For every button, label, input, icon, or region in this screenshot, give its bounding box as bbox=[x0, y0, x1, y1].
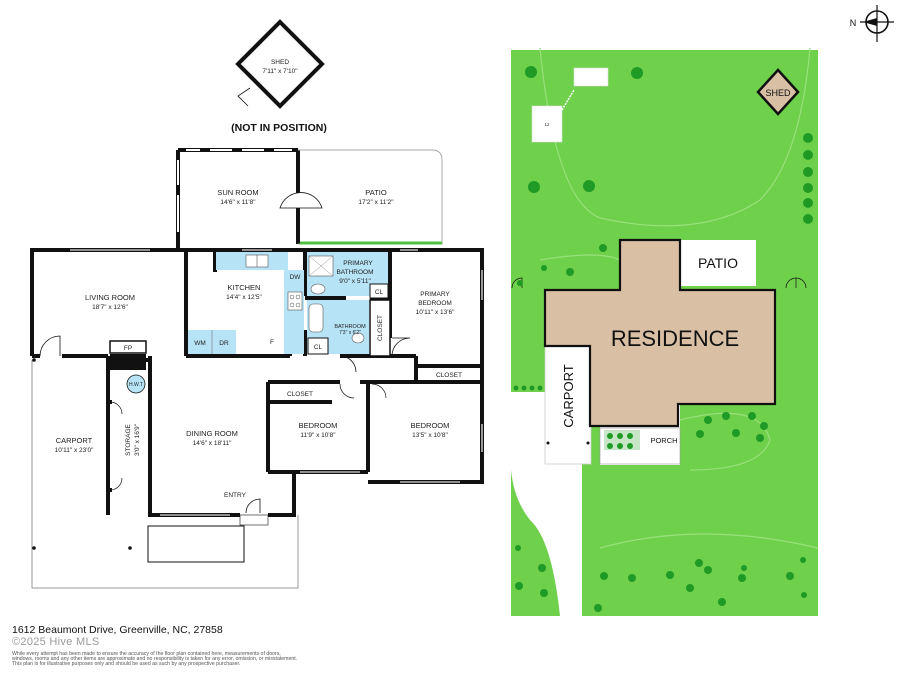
sun-room-name: SUN ROOM bbox=[217, 188, 258, 197]
disclaimer-line-2: windows, rooms and any other items are a… bbox=[12, 656, 298, 662]
driveway bbox=[511, 392, 582, 616]
carport-floor-dims: 10'11" x 23'0" bbox=[55, 447, 94, 454]
small-structure-label: 12 bbox=[544, 122, 550, 127]
kitchen: DW WM DR F KITCHEN 14'4" x 12'5" bbox=[188, 252, 304, 354]
primary-bathroom: CL PRIMARY BATHROOM 9'0" x 5'11" bbox=[307, 252, 389, 299]
kitchen-dims: 14'4" x 12'5" bbox=[226, 294, 262, 301]
fireplace-label: FP bbox=[124, 345, 132, 352]
patio-floor-dims: 17'2" x 11'2" bbox=[358, 199, 394, 206]
site-shed-label: SHED bbox=[765, 88, 791, 98]
dryer-label: DR bbox=[219, 340, 229, 347]
porch bbox=[599, 427, 681, 465]
residence bbox=[543, 238, 777, 428]
residence-label: RESIDENCE bbox=[611, 326, 739, 351]
windows bbox=[70, 249, 483, 516]
fridge-label: F bbox=[270, 339, 274, 346]
disclaimer-line-1: While every attempt has been made to ens… bbox=[12, 651, 281, 657]
closet-vertical-label: CLOSET bbox=[377, 315, 384, 341]
bedroom-right-closet: CLOSET bbox=[436, 372, 462, 379]
site-plan: PATIO RESIDENCE CARPORT PORCH SHED 12 bbox=[511, 47, 819, 616]
floor-plan: SHED 7'11" x 7'10" (NOT IN POSITION) SUN… bbox=[30, 19, 484, 589]
address: 1612 Beaumont Drive, Greenville, NC, 278… bbox=[12, 624, 223, 636]
primary-bedroom-dims: 10'11" x 13'6" bbox=[416, 309, 455, 316]
patio-floor: PATIO 17'2" x 11'2" bbox=[298, 149, 443, 245]
bedroom-left-dims: 11'9" x 10'8" bbox=[300, 432, 336, 439]
bedroom-left: CLOSET BEDROOM 11'9" x 10'8" bbox=[287, 383, 355, 439]
trees bbox=[513, 66, 813, 612]
bathroom-name: BATHROOM bbox=[334, 324, 366, 330]
fireplace: FP bbox=[109, 340, 147, 370]
primary-bath-closet-label: CL bbox=[375, 289, 384, 296]
bathroom-dims: 7'3" x 6'2" bbox=[339, 330, 361, 336]
sun-room-dims: 14'6" x 11'8" bbox=[220, 199, 256, 206]
dining-room-name: DINING ROOM bbox=[186, 429, 238, 438]
shed-floor-name: SHED bbox=[271, 59, 289, 66]
kitchen-name: KITCHEN bbox=[228, 283, 261, 292]
primary-bedroom: CLOSET PRIMARY BEDROOM 10'11" x 13'6" bbox=[369, 291, 455, 357]
bedroom-right-name: BEDROOM bbox=[411, 421, 450, 430]
north-label: N bbox=[850, 18, 857, 28]
primary-bath-dims: 9'0" x 5'11" bbox=[339, 278, 371, 285]
dishwasher-label: DW bbox=[290, 274, 302, 281]
water-heater-label: H.W.T bbox=[129, 382, 143, 388]
carport-floor: CARPORT 10'11" x 23'0" bbox=[31, 358, 299, 589]
washer-label: WM bbox=[194, 340, 206, 347]
shed-floor-dims: 7'11" x 7'10" bbox=[262, 68, 298, 75]
disclaimer-line-3: This plan is for illustrative purposes o… bbox=[12, 661, 241, 667]
site-carport-label: CARPORT bbox=[561, 364, 576, 427]
storage: H.W.T STORAGE 3'0" x 16'9" bbox=[109, 374, 146, 491]
entry-label: ENTRY bbox=[224, 492, 247, 499]
sun-room: SUN ROOM 14'6" x 11'8" bbox=[176, 148, 323, 248]
primary-bedroom-line1: PRIMARY bbox=[420, 291, 450, 298]
bedroom-right: CLOSET BEDROOM 13'5" x 10'8" bbox=[371, 372, 462, 439]
primary-bath-line1: PRIMARY bbox=[343, 260, 373, 267]
not-in-position-label: (NOT IN POSITION) bbox=[231, 122, 327, 134]
copyright-watermark: ©2025 Hive MLS bbox=[12, 636, 100, 648]
storage-name: STORAGE bbox=[125, 424, 132, 456]
shed-floor: SHED 7'11" x 7'10" bbox=[235, 19, 325, 109]
patio-floor-name: PATIO bbox=[365, 188, 387, 197]
site-patio-label: PATIO bbox=[698, 255, 738, 271]
bedroom-left-name: BEDROOM bbox=[299, 421, 338, 430]
bedroom-right-dims: 13'5" x 10'8" bbox=[412, 432, 448, 439]
porch-label: PORCH bbox=[650, 436, 677, 445]
north-compass: N bbox=[850, 5, 894, 42]
living-room-dims: 18'7" x 12'6" bbox=[92, 304, 128, 311]
primary-bath-line2: BATHROOM bbox=[336, 269, 373, 276]
bedroom-left-closet: CLOSET bbox=[287, 391, 313, 398]
storage-dims: 3'0" x 16'9" bbox=[134, 423, 141, 456]
living-room-name: LIVING ROOM bbox=[85, 293, 135, 302]
carport-floor-name: CARPORT bbox=[56, 436, 93, 445]
dining-room: DINING ROOM 14'6" x 18'11" ENTRY bbox=[186, 355, 357, 526]
living-room: LIVING ROOM 18'7" x 12'6" bbox=[39, 293, 135, 357]
bathroom: CL BATHROOM 7'3" x 6'2" bbox=[307, 300, 369, 355]
bath-closet-label: CL bbox=[314, 344, 323, 351]
site-patio bbox=[680, 240, 756, 286]
site-shed bbox=[756, 68, 800, 116]
dining-room-dims: 14'6" x 18'11" bbox=[193, 440, 232, 447]
primary-bedroom-line2: BEDROOM bbox=[418, 300, 452, 307]
